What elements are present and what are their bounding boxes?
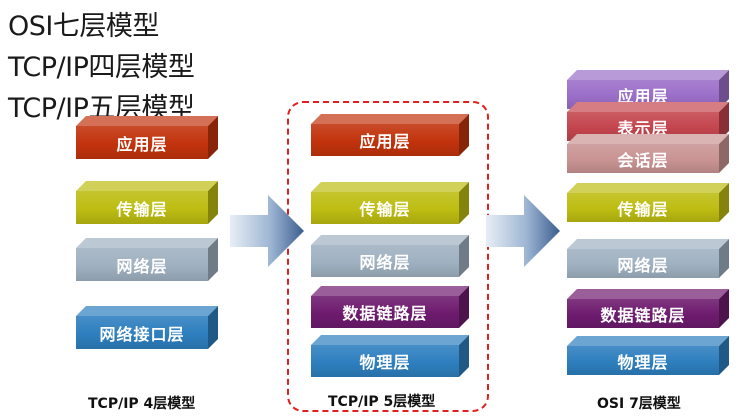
layer-label: 传输层 — [76, 191, 208, 224]
layer-label: 数据链路层 — [567, 299, 719, 328]
osi7-transport-layer: 传输层 — [567, 183, 729, 222]
layer-label: 网络层 — [76, 248, 208, 281]
tcpip4-transport-layer: 传输层 — [76, 181, 218, 224]
osi7-physical-layer: 物理层 — [567, 336, 729, 375]
layer-label: 数据链路层 — [311, 296, 459, 328]
right-arrow-icon — [486, 195, 560, 267]
tcpip4-network-layer: 网络层 — [76, 238, 218, 281]
tcpip4-network-interface-layer: 网络接口层 — [76, 306, 218, 349]
osi7-session-layer: 会话层 — [567, 134, 729, 173]
layer-label: 物理层 — [311, 345, 459, 377]
title-tcpip-four-layer: TCP/IP四层模型 — [8, 52, 195, 83]
tcpip5-caption: TCP/IP 5层模型 — [328, 394, 436, 410]
layer-label: 网络层 — [311, 245, 459, 277]
osi7-datalink-layer: 数据链路层 — [567, 289, 729, 328]
tcpip5-datalink-layer: 数据链路层 — [311, 286, 469, 328]
layer-label: 会话层 — [567, 144, 719, 173]
layer-label: 传输层 — [567, 193, 719, 222]
layer-label: 物理层 — [567, 346, 719, 375]
osi7-caption: OSI 7层模型 — [597, 396, 681, 412]
layer-label: 传输层 — [311, 192, 459, 224]
layer-label: 应用层 — [76, 126, 208, 159]
tcpip5-highlight-frame — [287, 101, 489, 412]
title-block: OSI七层模型 TCP/IP四层模型 TCP/IP五层模型 — [8, 6, 195, 129]
tcpip5-application-layer: 应用层 — [311, 114, 469, 156]
layer-label: 网络接口层 — [76, 316, 208, 349]
layer-label: 应用层 — [311, 124, 459, 156]
osi7-network-layer: 网络层 — [567, 239, 729, 278]
layer-label: 网络层 — [567, 249, 719, 278]
tcpip5-transport-layer: 传输层 — [311, 182, 469, 224]
tcpip4-caption: TCP/IP 4层模型 — [88, 396, 196, 412]
tcpip4-application-layer: 应用层 — [76, 116, 218, 159]
tcpip5-network-layer: 网络层 — [311, 235, 469, 277]
right-arrow-icon — [230, 195, 304, 267]
tcpip5-physical-layer: 物理层 — [311, 335, 469, 377]
title-osi-seven-layer: OSI七层模型 — [8, 11, 159, 42]
